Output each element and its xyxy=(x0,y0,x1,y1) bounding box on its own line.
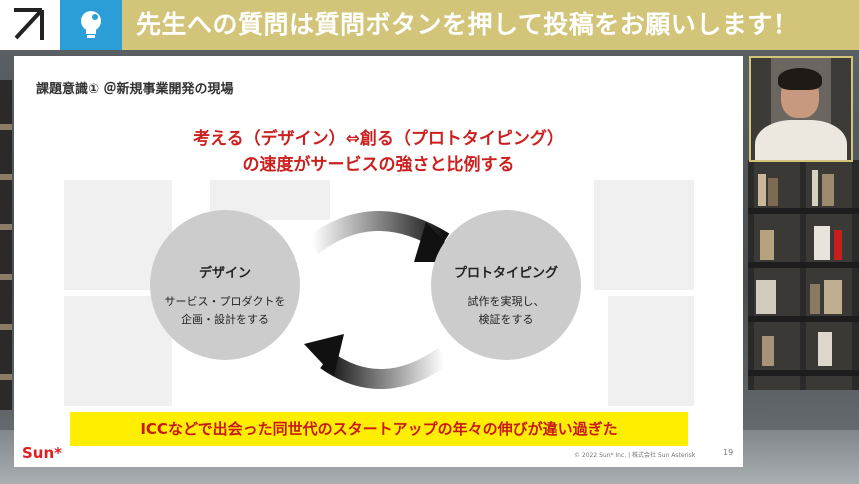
sun-brand-logo: Sun* xyxy=(22,444,63,462)
prototyping-description: 試作を実現し、 検証をする xyxy=(467,295,545,326)
bookshelf-left xyxy=(0,80,12,410)
background-sketch xyxy=(608,296,694,406)
presenter-video xyxy=(749,56,853,162)
announcement-banner: 先生への質問は質問ボタンを押して投稿をお願いします！ xyxy=(0,0,859,50)
banner-message: 先生への質問は質問ボタンを押して投稿をお願いします！ xyxy=(136,10,799,39)
presenter-hair xyxy=(778,68,822,90)
prototyping-title: プロトタイピング xyxy=(453,266,558,281)
slide-heading: 課題意識① ＠新規事業開発の現場 xyxy=(36,82,234,97)
background-sketch xyxy=(64,296,172,406)
bookshelf-right xyxy=(748,160,859,390)
presentation-slide: 課題意識① ＠新規事業開発の現場 考える（デザイン）⇔創る（プロトタイピング） … xyxy=(14,56,743,467)
presenter-body xyxy=(755,120,847,160)
slide-lead-line-1: 考える（デザイン）⇔創る（プロトタイピング） xyxy=(193,129,564,149)
cycle-arrows xyxy=(304,210,464,389)
design-description: サービス・プロダクトを 企画・設計をする xyxy=(164,295,286,326)
slide-lead-line-2: の速度がサービスの強さと比例する xyxy=(242,155,515,175)
slide-copyright: © 2022 Sun* Inc. | 株式会社 Sun Asterisk xyxy=(574,452,696,459)
slash-logo-icon xyxy=(0,0,60,50)
lightbulb-icon xyxy=(60,0,122,50)
background-sketch xyxy=(594,180,694,290)
slide-page-number: 19 xyxy=(723,448,734,457)
design-title: デザイン xyxy=(198,266,251,281)
prototyping-circle: プロトタイピング 試作を実現し、 検証をする xyxy=(431,210,581,360)
highlight-banner: ICCなどで出会った同世代のスタートアップの年々の伸びが違い過ぎた xyxy=(70,412,688,446)
design-circle: デザイン サービス・プロダクトを 企画・設計をする xyxy=(150,210,300,360)
